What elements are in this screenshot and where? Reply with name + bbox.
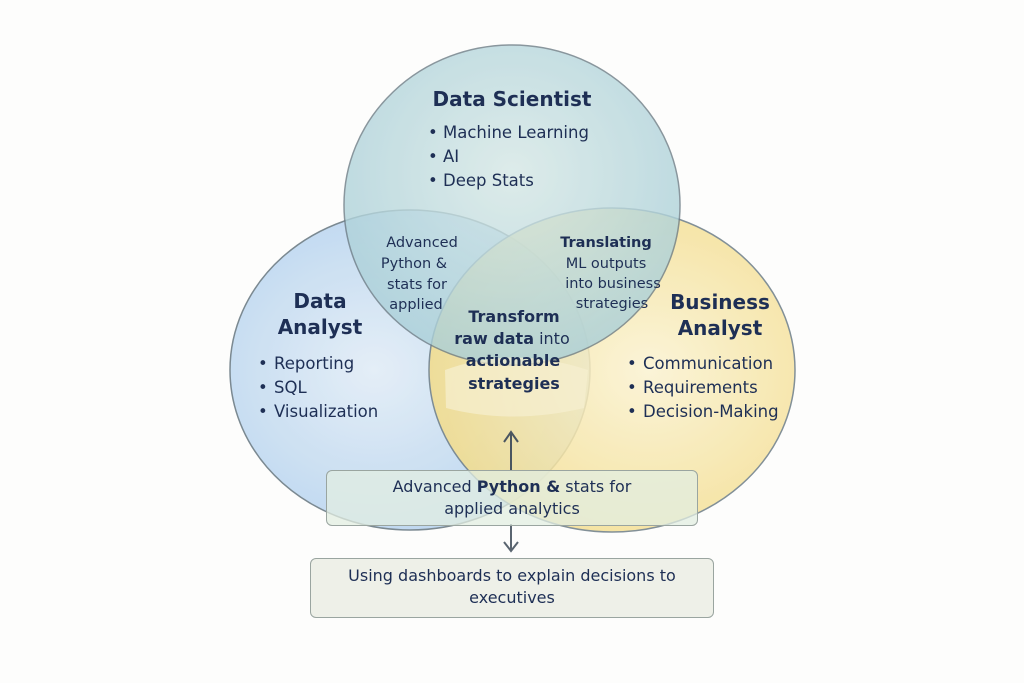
center-bold: raw data [454,329,534,348]
applied-analytics-box: Advanced Python & stats for applied anal… [326,470,698,526]
data-scientist-title: Data Scientist [433,87,592,111]
bullet: • [627,402,637,421]
bullet: • [627,378,637,397]
bullet: • [258,378,268,397]
data-analyst-title: Data [293,289,346,313]
bullet: • [258,354,268,373]
text: stats for [560,477,632,496]
overlap-ds-da: stats for [387,277,447,293]
bullet: • [428,147,438,166]
lower-box-line1: Using dashboards to explain decisions to [348,566,676,585]
upper-box-line2: applied analytics [444,499,580,518]
upper-box-line1: Advanced Python & stats for [327,476,697,498]
overlap-ds-ba: into business [565,276,661,292]
overlap-ds-da: applied [389,297,442,313]
center-highlight [445,357,588,417]
center-normal: into [534,329,570,348]
ba-item: Requirements [643,378,758,397]
da-item: Visualization [274,402,378,421]
center-text: raw data into [454,329,569,348]
ba-item: Decision-Making [643,402,779,421]
center-text: strategies [468,374,560,393]
bullet: • [428,123,438,142]
overlap-ds-ba: Translating [560,235,652,251]
da-item: SQL [274,378,307,397]
ds-item: Deep Stats [443,171,534,190]
business-analyst-title: Analyst [678,316,763,340]
overlap-ds-da: Python & [381,256,447,272]
bullet: • [627,354,637,373]
text-bold: Python & [476,477,561,496]
overlap-ds-ba: strategies [576,296,648,312]
ds-item: AI [443,147,459,166]
center-text: actionable [466,351,561,370]
bullet: • [428,171,438,190]
overlap-ds-da: Advanced [386,235,458,251]
da-item: Reporting [274,354,354,373]
ds-item: Machine Learning [443,123,589,142]
business-analyst-title: Business [670,290,770,314]
overlap-ds-ba: ML outputs [566,256,647,272]
lower-box-line2: executives [469,588,555,607]
arrow-down-head-icon [503,541,519,553]
data-analyst-title: Analyst [278,315,363,339]
bullet: • [258,402,268,421]
dashboards-box: Using dashboards to explain decisions to… [310,558,714,618]
arrow-up-head-icon [503,430,519,443]
text: Advanced [392,477,477,496]
center-text: Transform [468,307,559,326]
ba-item: Communication [643,354,773,373]
